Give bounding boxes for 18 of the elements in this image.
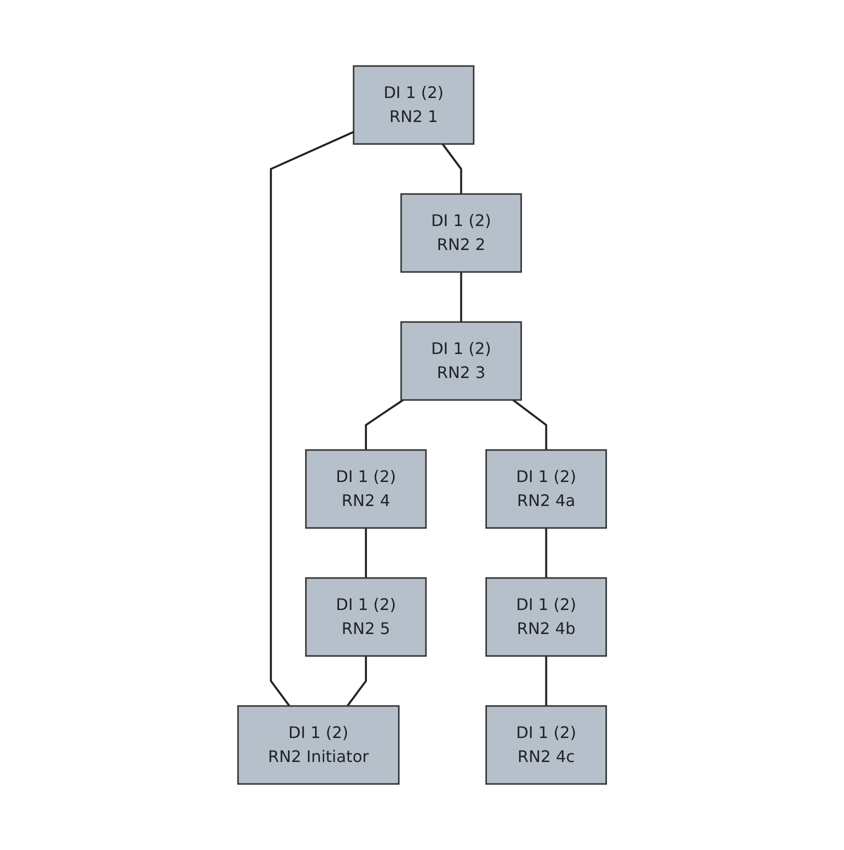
connector — [460, 272, 462, 322]
connector — [364, 399, 404, 450]
node-box: DI 1 (2) RN2 5 — [305, 577, 427, 657]
node-box: DI 1 (2) RN2 4 — [305, 449, 427, 529]
connector — [545, 528, 548, 578]
connector — [270, 131, 354, 707]
connector — [442, 143, 462, 194]
connector — [512, 399, 548, 450]
node-box: DI 1 (2) RN2 4a — [485, 449, 607, 529]
connector — [346, 656, 367, 707]
node-box: DI 1 (2) RN2 1 — [352, 65, 474, 145]
node-box: DI 1 (2) RN2 Initiator — [237, 705, 400, 785]
node-box: DI 1 (2) RN2 3 — [400, 321, 522, 401]
node-box: DI 1 (2) RN2 4b — [485, 577, 607, 657]
node-box: DI 1 (2) RN2 2 — [400, 193, 522, 273]
connector — [545, 656, 548, 706]
connector — [364, 528, 367, 578]
node-box: DI 1 (2) RN2 4c — [485, 705, 607, 785]
